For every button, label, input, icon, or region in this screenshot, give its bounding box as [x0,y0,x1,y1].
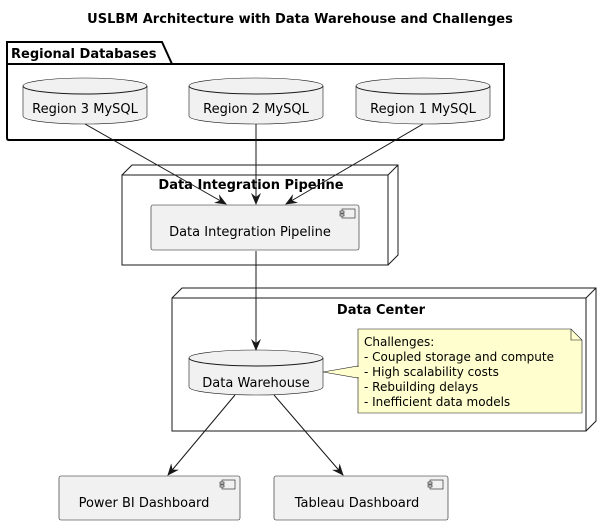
challenges-line: - Coupled storage and compute [364,350,554,364]
arrow-warehouse-to-tableau [273,394,344,476]
challenges-note: Challenges: - Coupled storage and comput… [322,328,583,414]
connectors [84,123,424,476]
challenges-line: Challenges: [364,335,434,349]
database-label: Region 2 MySQL [203,102,309,117]
arrow-warehouse-to-powerbi [167,394,236,476]
diagram-title: USLBM Architecture with Data Warehouse a… [87,12,513,27]
arrow-region3-to-pipeline [84,123,227,205]
challenges-line: - High scalability costs [364,365,499,379]
database-region-3: Region 3 MySQL [22,77,148,125]
database-region-2: Region 2 MySQL [188,77,324,125]
integration-node-label: Data Integration Pipeline [158,178,343,193]
tableau-dashboard: Tableau Dashboard [273,475,449,521]
component-label: Data Integration Pipeline [169,225,331,240]
component-icon [429,479,444,490]
challenges-line: - Rebuilding delays [364,380,478,394]
challenges-line: - Inefficient data models [364,395,510,409]
arrow-region1-to-pipeline [285,123,424,205]
dashboard-label: Power BI Dashboard [79,496,210,511]
component-icon [221,479,236,490]
data-warehouse: Data Warehouse [188,349,324,396]
database-region-1: Region 1 MySQL [355,77,491,125]
integration-component: Data Integration Pipeline [150,204,360,251]
data-center-label: Data Center [337,303,426,318]
database-label: Region 1 MySQL [370,102,476,117]
data-warehouse-label: Data Warehouse [202,376,309,391]
regional-databases-label: Regional Databases [11,47,157,62]
database-label: Region 3 MySQL [32,102,138,117]
dashboard-label: Tableau Dashboard [294,496,419,511]
component-icon [341,208,356,219]
power-bi-dashboard: Power BI Dashboard [58,475,241,521]
